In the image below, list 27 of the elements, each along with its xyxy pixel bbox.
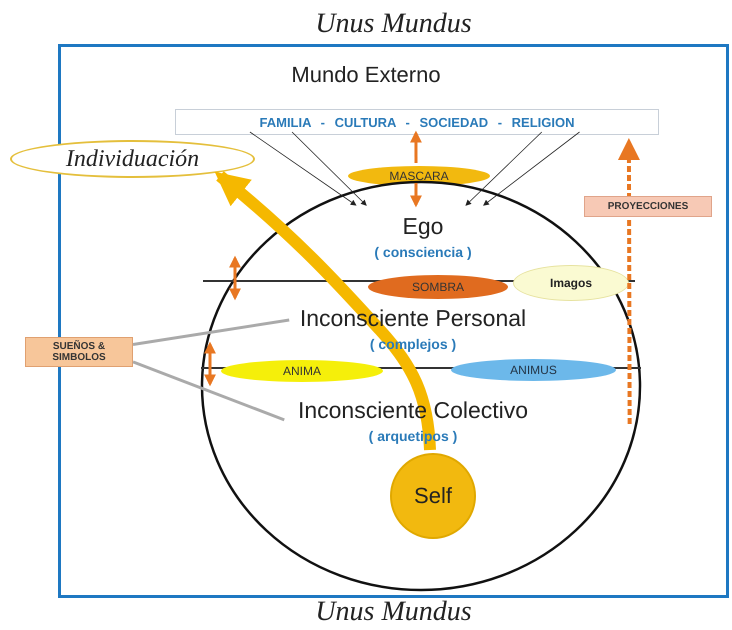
frame-heading: Unus Mundus — [314, 9, 473, 39]
node-label: Imagos — [550, 276, 592, 290]
category-box — [175, 109, 659, 135]
leader-line — [132, 360, 285, 422]
frame-caption: Unus Mundus — [314, 597, 473, 627]
layer-subtitle: ( consciencia ) — [374, 244, 472, 260]
tag-box — [25, 337, 133, 367]
node-label: SOMBRA — [412, 280, 464, 294]
arrow — [292, 132, 367, 206]
node-label: Individuación — [66, 146, 200, 172]
layer-title: Ego — [402, 213, 444, 240]
node-label: ANIMA — [282, 364, 321, 378]
section-heading: Mundo Externo — [290, 62, 442, 88]
arrow — [410, 183, 422, 208]
node-label: ANIMUS — [510, 363, 557, 377]
arrow — [410, 130, 422, 163]
arrow — [618, 138, 640, 424]
node-label: Self — [414, 483, 452, 509]
node-label: FAMILIA - CULTURA - SOCIEDAD - RELIGION — [260, 114, 574, 130]
edge-label: PROYECCIONES — [584, 196, 712, 217]
node-label: SUEÑOS & SIMBOLOS — [51, 340, 107, 364]
curved-arrow — [214, 171, 436, 450]
arrow — [483, 132, 580, 206]
node-label: MASCARA — [389, 169, 449, 183]
arrow — [250, 132, 357, 206]
arrow — [465, 132, 542, 206]
leader-line — [132, 318, 290, 346]
